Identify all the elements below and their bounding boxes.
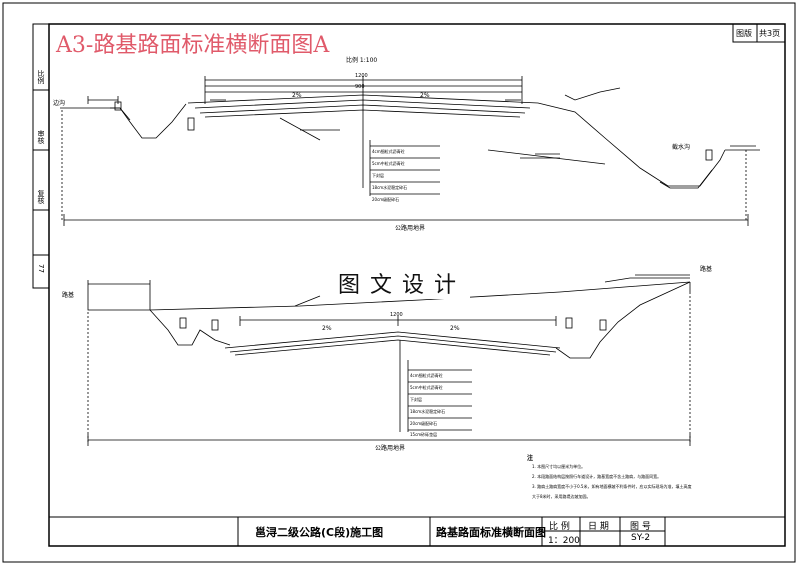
upper-layer-2: 5cm中粒式沥青砼	[372, 161, 405, 166]
upper-cross-section	[60, 76, 760, 226]
side-label-scale: 比例	[37, 70, 45, 84]
lower-layer-6: 15cm砂砾垫层	[410, 432, 438, 437]
title-block-grid	[49, 516, 785, 546]
watermark: 图文设计	[334, 267, 471, 299]
lower-cross-section	[87, 274, 691, 446]
title-block-sheet-label: 图 号	[630, 522, 651, 532]
title-block-scale-label: 比 例	[549, 522, 570, 532]
upper-scale-note: 比例 1:100	[346, 57, 378, 64]
upper-slope-right: 2%	[420, 92, 430, 99]
lower-right-label: 路基	[700, 266, 713, 273]
lower-layer-1: 4cm细粒式沥青砼	[410, 373, 443, 378]
lower-slope-left: 2%	[322, 325, 332, 332]
title-block-sheet-value: SY-2	[631, 533, 651, 543]
upper-layer-1: 4cm细粒式沥青砼	[372, 149, 405, 154]
note-line-2: 2. 本段路面结构层按照行车道设计，路基宽度不含土路肩，与路面同宽。	[532, 474, 662, 479]
corner-label-sheet: 图版	[736, 29, 752, 38]
side-label-check: 复核	[37, 190, 45, 204]
lower-layer-5: 20cm级配碎石	[410, 421, 438, 426]
note-line-4: 大于8米时，采用路堤边坡加固。	[532, 494, 591, 499]
title-block-drawing-name: 路基路面标准横断面图	[436, 526, 546, 539]
upper-left-label: 边沟	[53, 100, 66, 107]
lower-slope-right: 2%	[450, 325, 460, 332]
lower-bottom-label: 公路用地界	[375, 445, 406, 452]
lower-left-label: 路基	[62, 292, 75, 299]
lower-dim-total: 1200	[390, 312, 403, 318]
upper-slope-left: 2%	[292, 92, 302, 99]
notes-header: 注	[527, 455, 534, 462]
side-label-review: 审核	[37, 130, 45, 144]
upper-layer-3: 下封层	[372, 173, 384, 178]
lower-layer-3: 下封层	[410, 397, 422, 402]
upper-dim-total: 1200	[355, 73, 368, 79]
note-line-1: 1. 本图尺寸均以厘米为单位。	[532, 464, 586, 469]
upper-bottom-label: 公路用地界	[395, 225, 426, 232]
lower-layer-4: 18cm水泥稳定碎石	[410, 409, 446, 414]
title-block-project: 邕浔二级公路(C段)施工图	[255, 526, 384, 539]
side-label-number: 77	[37, 264, 45, 273]
upper-right-label: 截水沟	[672, 144, 691, 151]
upper-dim-sub: 900	[355, 84, 365, 90]
lower-layer-2: 5cm中粒式沥青砼	[410, 385, 443, 390]
title-block-date-label: 日 期	[588, 522, 609, 532]
note-line-3: 3. 路肩土路肩宽度不小于0.5米，如有地面横坡不利条件时，应以实际现场为准，填…	[532, 484, 692, 489]
corner-label-pages: 共3页	[759, 29, 781, 38]
title-block-scale-value: 1：200	[548, 536, 580, 546]
upper-layer-4: 18cm水泥稳定碎石	[372, 185, 408, 190]
drawing-title: A3-路基路面标准横断面图A	[56, 33, 330, 58]
upper-layer-5: 20cm级配碎石	[372, 197, 400, 202]
